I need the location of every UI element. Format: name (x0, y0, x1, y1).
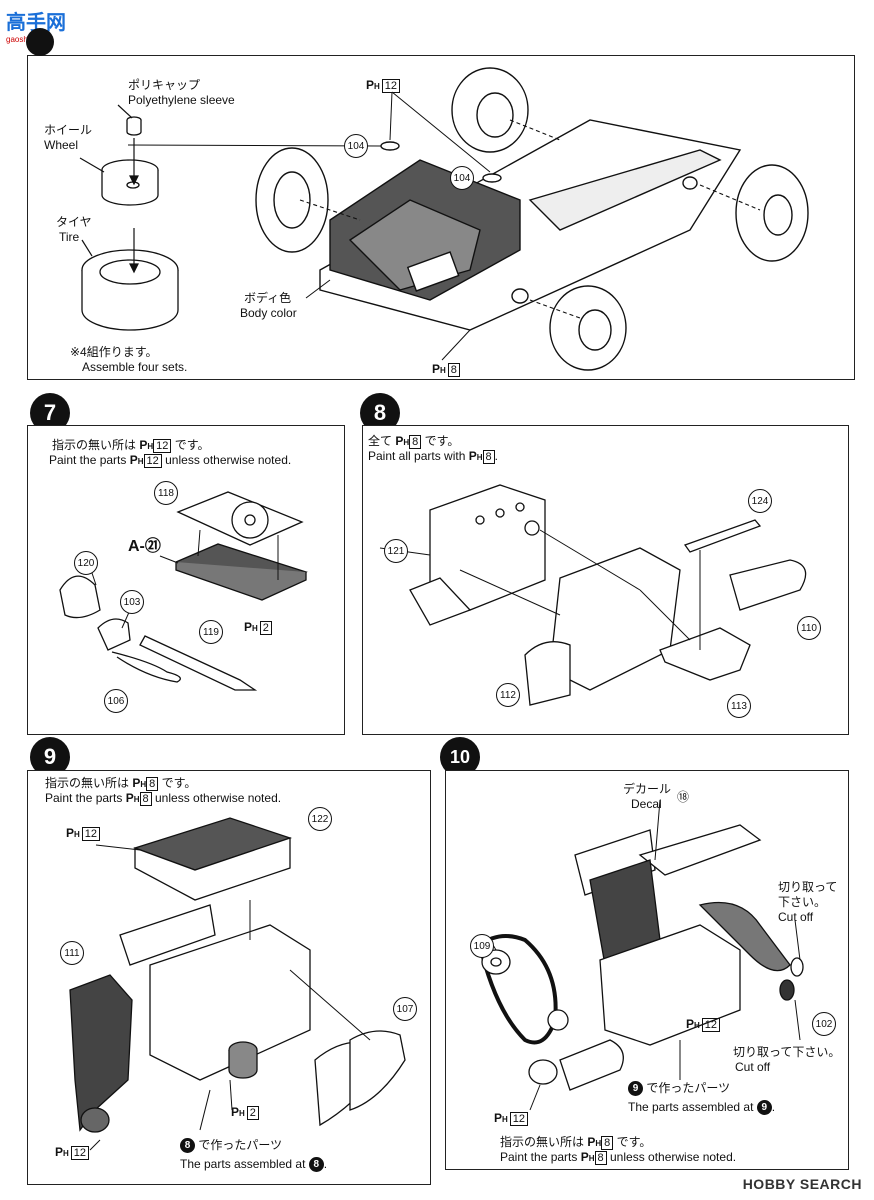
cut-off-1-jp-line1: 切り取って (778, 880, 838, 894)
label-a21: A-㉑ (128, 538, 161, 555)
wheel-label-en: Wheel (44, 138, 79, 152)
decal-label-en: Decal (631, 797, 662, 811)
part-122: 122 (308, 807, 332, 831)
cut-off-2-jp: 切り取って下さい。 (733, 1045, 841, 1059)
cut-off-1-en: Cut off (778, 910, 814, 924)
part-124: 124 (748, 489, 772, 513)
tire-label-en: Tire (59, 230, 80, 244)
part-102: 102 (812, 1012, 836, 1036)
assemble-note-jp: ※4組作ります。 (70, 345, 158, 359)
decal-number: ⑱ (677, 790, 690, 804)
part-121: 121 (384, 539, 408, 563)
hobby-search-watermark: HOBBY SEARCH (742, 1176, 862, 1192)
part-111: 111 (60, 941, 84, 965)
tire-label-jp: タイヤ (56, 215, 92, 229)
part-109: 109 (470, 934, 494, 958)
polycap-label-en: Polyethylene sleeve (128, 93, 235, 107)
body-color-label-en: Body color (240, 306, 297, 320)
part-106: 106 (104, 689, 128, 713)
part-112: 112 (496, 683, 520, 707)
part-104-b: 104 (450, 166, 474, 190)
part-104-a: 104 (344, 134, 368, 158)
wheel-label-jp: ホイール (44, 123, 93, 137)
body-color-label-jp: ボディ色 (244, 291, 292, 305)
cut-off-1-jp-line2: 下さい。 (778, 895, 827, 909)
cut-off-2-en: Cut off (735, 1060, 771, 1074)
step10-made-en: The parts assembled at 9. (628, 1100, 776, 1116)
step9-made-en: The parts assembled at 8. (180, 1157, 328, 1173)
part-107: 107 (393, 997, 417, 1021)
part-119: 119 (199, 620, 223, 644)
part-110: 110 (797, 616, 821, 640)
part-103: 103 (120, 590, 144, 614)
part-120: 120 (74, 551, 98, 575)
assemble-note-en: Assemble four sets. (82, 360, 188, 374)
step10-made-jp: 9 で作ったパーツ (628, 1081, 730, 1097)
step6-number-badge (26, 28, 54, 56)
part-113: 113 (727, 694, 751, 718)
part-118: 118 (154, 481, 178, 505)
step9-made-jp: 8 で作ったパーツ (180, 1138, 282, 1154)
polycap-label-jp: ポリキャップ (128, 78, 201, 92)
decal-label-jp: デカール (623, 782, 672, 796)
